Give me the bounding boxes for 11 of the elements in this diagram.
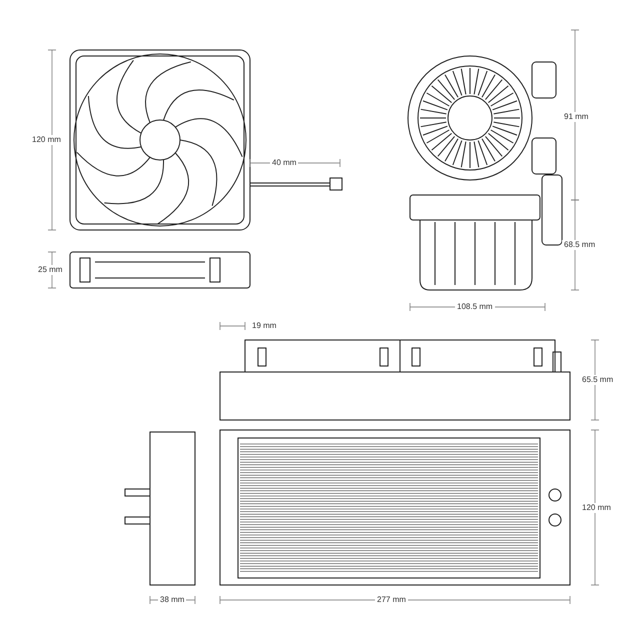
dimension-label: 40 mm	[270, 158, 298, 168]
dimension-label: 120 mm	[30, 135, 63, 145]
dimension-label: 38 mm	[158, 595, 186, 605]
dimension-label: 68.5 mm	[562, 240, 598, 250]
dimension-label: 65.5 mm	[580, 375, 616, 385]
dimension-label: 277 mm	[375, 595, 408, 605]
dimension-label: 25 mm	[36, 265, 64, 275]
dimension-label: 120 mm	[580, 503, 613, 513]
dimension-label: 19 mm	[250, 321, 278, 331]
dimension-label: 91 mm	[562, 112, 590, 122]
dimension-label: 108.5 mm	[455, 302, 495, 312]
